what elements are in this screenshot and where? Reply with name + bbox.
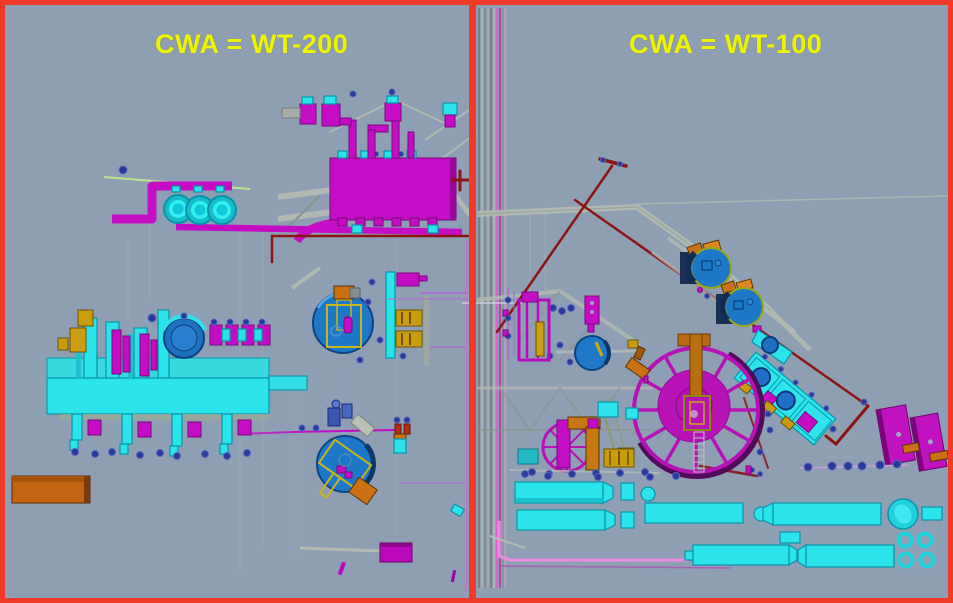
rack-valve-stacks bbox=[57, 309, 158, 377]
area-divider-line bbox=[469, 5, 476, 598]
mid-pump-tank[interactable] bbox=[546, 304, 646, 371]
tank-b bbox=[716, 278, 764, 327]
wheel-ladder bbox=[693, 431, 705, 473]
blower-1 bbox=[163, 194, 193, 224]
blower-2 bbox=[185, 195, 215, 225]
rack-magenta-row bbox=[209, 318, 271, 346]
magenta-plate-pair[interactable] bbox=[799, 404, 948, 472]
valve-dots-row bbox=[521, 470, 680, 481]
area-label-wt-100: CWA = WT-100 bbox=[629, 29, 823, 59]
orange-skid-box[interactable] bbox=[11, 475, 91, 504]
agitator-tank-upper[interactable] bbox=[312, 271, 429, 366]
agitator-tank-lower[interactable] bbox=[305, 435, 378, 508]
left-header-pipes bbox=[270, 169, 470, 590]
rack-pump-circle bbox=[161, 312, 207, 359]
magenta-process-block[interactable] bbox=[281, 88, 458, 244]
inclined-tank-pair[interactable] bbox=[651, 236, 797, 365]
pump-fittings-cluster[interactable] bbox=[239, 399, 411, 454]
plant-model-canvas bbox=[11, 5, 948, 598]
bottom-stub-pipe bbox=[299, 503, 466, 583]
vessel-row-2 bbox=[516, 509, 936, 569]
area-label-wt-200: CWA = WT-200 bbox=[155, 29, 349, 59]
clarifier-wheel-large[interactable] bbox=[617, 333, 774, 479]
vessel-row-1 bbox=[514, 481, 943, 530]
area-wt-200[interactable] bbox=[11, 88, 479, 590]
tank-a bbox=[680, 239, 732, 289]
horizontal-vessel-farm[interactable] bbox=[489, 470, 943, 569]
rack-hanging-valves bbox=[60, 413, 270, 460]
pipe-rack-module[interactable] bbox=[46, 309, 308, 460]
clarifier-wheel-small[interactable] bbox=[509, 401, 661, 478]
block-bottom-flanges bbox=[337, 217, 439, 234]
area-wt-100[interactable] bbox=[462, 8, 948, 588]
magenta-panel-frames[interactable] bbox=[502, 288, 600, 362]
riser-pipes bbox=[281, 88, 458, 159]
blower-3 bbox=[207, 195, 237, 225]
